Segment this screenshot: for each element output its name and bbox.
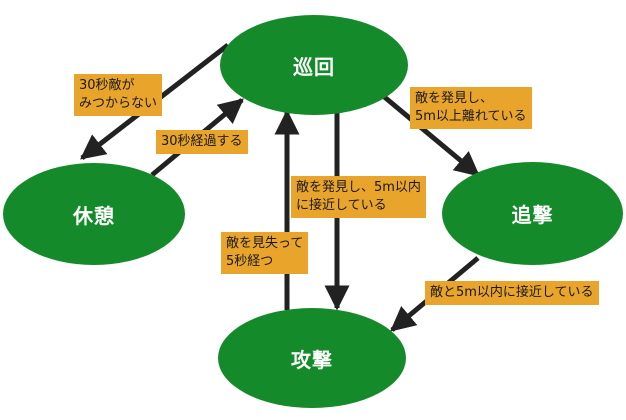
state-node-patrol: 巡回: [220, 15, 408, 115]
state-label-patrol: 巡回: [293, 54, 335, 79]
edge-label-patrol-to-attack: 敵を発見し、5m以内 に接近している: [291, 176, 426, 218]
state-node-rest: 休憩: [3, 163, 185, 265]
edge-label-patrol-to-rest: 30秒敵が みつからない: [74, 74, 163, 116]
edge-label-line: みつからない: [79, 96, 158, 111]
edge-label-patrol-to-chase: 敵を発見し、 5m以上離れている: [410, 87, 532, 129]
edge-label-line: 敵を見失って: [226, 236, 304, 251]
edge-label-line: 30秒敵が: [79, 78, 135, 93]
edge-label-line: 5m以上離れている: [415, 109, 527, 124]
edge-label-line: 敵と5m以内に接近している: [430, 285, 594, 300]
edge-label-line: 敵を発見し、5m以内: [296, 180, 421, 195]
edge-label-rest-to-patrol: 30秒経過する: [156, 130, 248, 154]
state-node-chase: 追撃: [442, 162, 623, 265]
edge-label-line: 5秒経つ: [226, 254, 274, 269]
state-node-attack: 攻撃: [218, 308, 406, 408]
state-label-attack: 攻撃: [291, 347, 333, 372]
edge-label-line: に接近している: [296, 198, 387, 213]
edge-label-line: 30秒経過する: [161, 134, 243, 149]
edge-label-attack-to-patrol: 敵を見失って 5秒経つ: [221, 232, 309, 274]
state-label-rest: 休憩: [73, 203, 115, 228]
edge-label-chase-to-attack: 敵と5m以内に接近している: [425, 281, 599, 305]
arrow-patrol-to-chase: [380, 93, 480, 177]
state-label-chase: 追撃: [511, 203, 554, 227]
edge-label-line: 敵を発見し、: [415, 91, 494, 106]
